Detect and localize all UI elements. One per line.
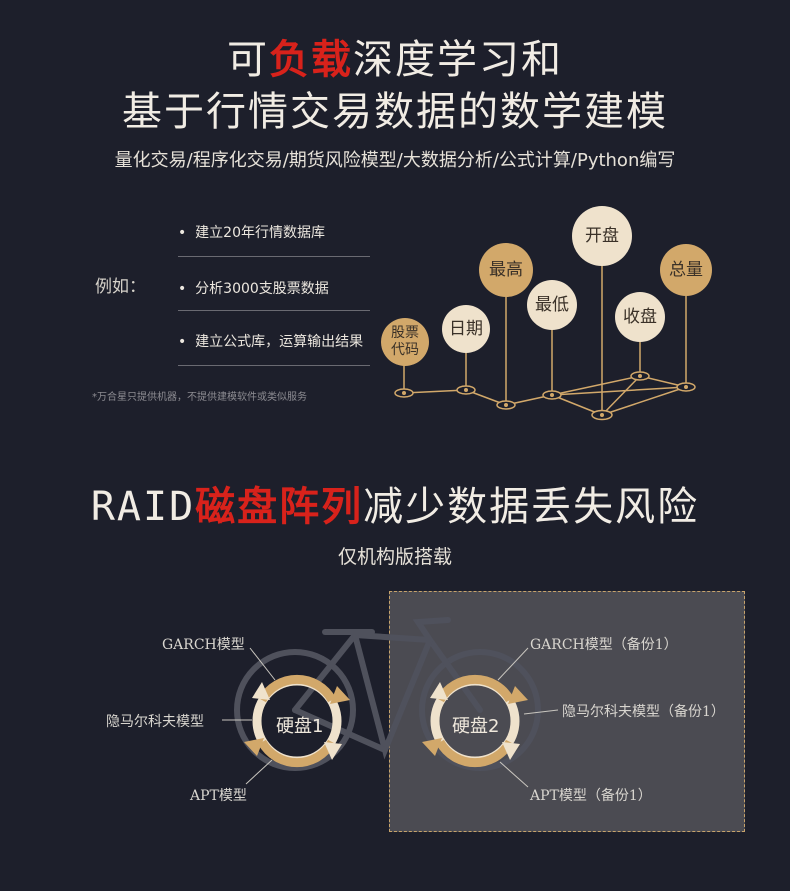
bullet-item: • 建立20年行情数据库 — [178, 225, 325, 241]
bubble-volume: 总量 — [660, 244, 712, 296]
tagline: 量化交易/程序化交易/期货风险模型/大数据分析/公式计算/Python编写 — [114, 150, 676, 171]
divider — [178, 256, 370, 257]
raid-title: RAID磁盘阵列减少数据丢失风险 — [0, 482, 790, 532]
divider — [178, 365, 370, 366]
bullet-item: • 分析3000支股票数据 — [178, 281, 329, 297]
disk-1-label: 硬盘1 — [276, 716, 324, 737]
bullet-text: 建立公式库，运算输出结果 — [195, 334, 364, 350]
disk-1-model-garch: GARCH模型 — [162, 637, 245, 653]
divider — [178, 310, 370, 311]
disk-2-model-apt: APT模型（备份1） — [530, 788, 652, 804]
headline-highlight: 负载 — [269, 37, 353, 83]
raid-subtitle: 仅机构版搭载 — [337, 546, 452, 568]
disk-1-cycle-icon — [244, 674, 350, 768]
raid-title-post: 减少数据丢失风险 — [363, 484, 700, 530]
bubble-stock-code: 股票代码 — [381, 318, 429, 366]
backup-box — [389, 591, 745, 832]
disk-1-model-hmm: 隐马尔科夫模型 — [106, 714, 204, 730]
headline-pre: 可 — [227, 37, 269, 83]
bubble-high: 最高 — [479, 243, 533, 297]
disk-2-cycle-icon — [422, 674, 528, 768]
disk-2-label: 硬盘2 — [452, 716, 500, 737]
bicycle-icon — [234, 617, 541, 771]
headline-line-2: 基于行情交易数据的数学建模 — [122, 89, 668, 135]
bubble-close: 收盘 — [615, 292, 665, 342]
bubble-date: 日期 — [442, 305, 490, 353]
disk-2-model-garch: GARCH模型（备份1） — [530, 637, 678, 653]
bubble-open: 开盘 — [572, 206, 632, 266]
bubble-low: 最低 — [527, 280, 577, 330]
bullet-text: 建立20年行情数据库 — [195, 225, 325, 241]
headline-line-1: 可负载深度学习和 — [0, 36, 790, 84]
disk-2-model-hmm: 隐马尔科夫模型（备份1） — [562, 704, 725, 720]
example-label: 例如： — [95, 277, 146, 297]
headline-post: 深度学习和 — [353, 37, 563, 83]
bullet-text: 分析3000支股票数据 — [195, 281, 329, 297]
raid-title-highlight: 磁盘阵列 — [195, 484, 364, 530]
footnote: *万合星只提供机器，不提供建模软件或类似服务 — [92, 392, 307, 403]
bullet-item: • 建立公式库，运算输出结果 — [178, 334, 364, 350]
raid-title-pre: RAID — [90, 484, 196, 530]
disk-1-model-apt: APT模型 — [190, 788, 247, 804]
